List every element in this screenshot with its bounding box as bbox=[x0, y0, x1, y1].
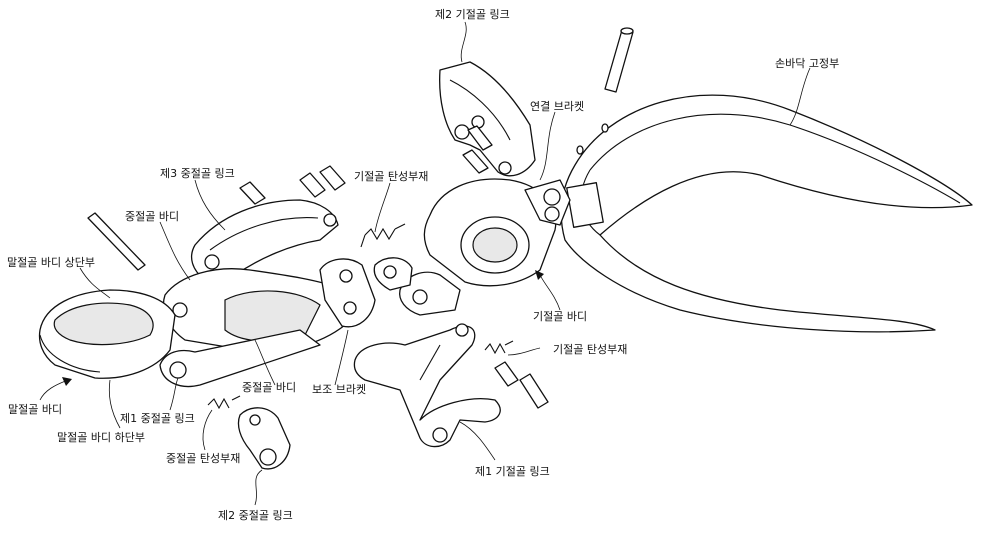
label-middle-link-2: 제2 중절골 링크 bbox=[218, 509, 293, 522]
middle-link-1 bbox=[159, 329, 321, 388]
label-middle-link-1: 제1 중절골 링크 bbox=[120, 412, 195, 425]
label-proximal-link-1: 제1 기절골 링크 bbox=[475, 465, 550, 478]
label-middle-elastic: 중절골 탄성부재 bbox=[166, 452, 241, 465]
label-middle-link-3: 제3 중절골 링크 bbox=[160, 167, 235, 180]
label-middle-body-top: 중절골 바디 bbox=[125, 210, 180, 223]
arrowheads bbox=[62, 270, 544, 386]
middle-body bbox=[162, 268, 346, 352]
leader-lines bbox=[39, 21, 811, 506]
proximal-link-1 bbox=[353, 323, 501, 448]
palm-fixing-part bbox=[560, 94, 973, 333]
distal-body bbox=[38, 289, 176, 379]
proximal-body bbox=[373, 178, 571, 316]
aux-bracket bbox=[319, 258, 376, 328]
label-distal-lower: 말절골 바디 하단부 bbox=[57, 431, 145, 444]
middle-link-2 bbox=[237, 407, 291, 470]
label-proximal-elastic-right: 기절골 탄성부재 bbox=[553, 343, 628, 356]
pins-upper bbox=[87, 125, 493, 271]
middle-link-3 bbox=[191, 199, 339, 281]
label-proximal-body: 기절골 바디 bbox=[533, 310, 588, 323]
proximal-link-2 bbox=[439, 61, 536, 177]
label-proximal-link-2: 제2 기절골 링크 bbox=[435, 8, 510, 21]
label-aux-bracket: 보조 브라켓 bbox=[312, 383, 367, 396]
proximal-elastic-top bbox=[360, 223, 406, 248]
label-connection-bracket: 연결 브라켓 bbox=[530, 100, 585, 113]
label-proximal-elastic-top: 기절골 탄성부재 bbox=[354, 170, 429, 183]
label-palm-fixing: 손바닥 고정부 bbox=[775, 57, 840, 70]
middle-elastic bbox=[207, 395, 241, 410]
proximal-elastic-right bbox=[484, 340, 549, 409]
label-distal-upper: 말절골 바디 상단부 bbox=[7, 256, 95, 269]
pin-top bbox=[604, 27, 634, 93]
label-middle-body-bottom: 중절골 바디 bbox=[242, 381, 297, 394]
label-distal-body: 말절골 바디 bbox=[8, 403, 63, 416]
